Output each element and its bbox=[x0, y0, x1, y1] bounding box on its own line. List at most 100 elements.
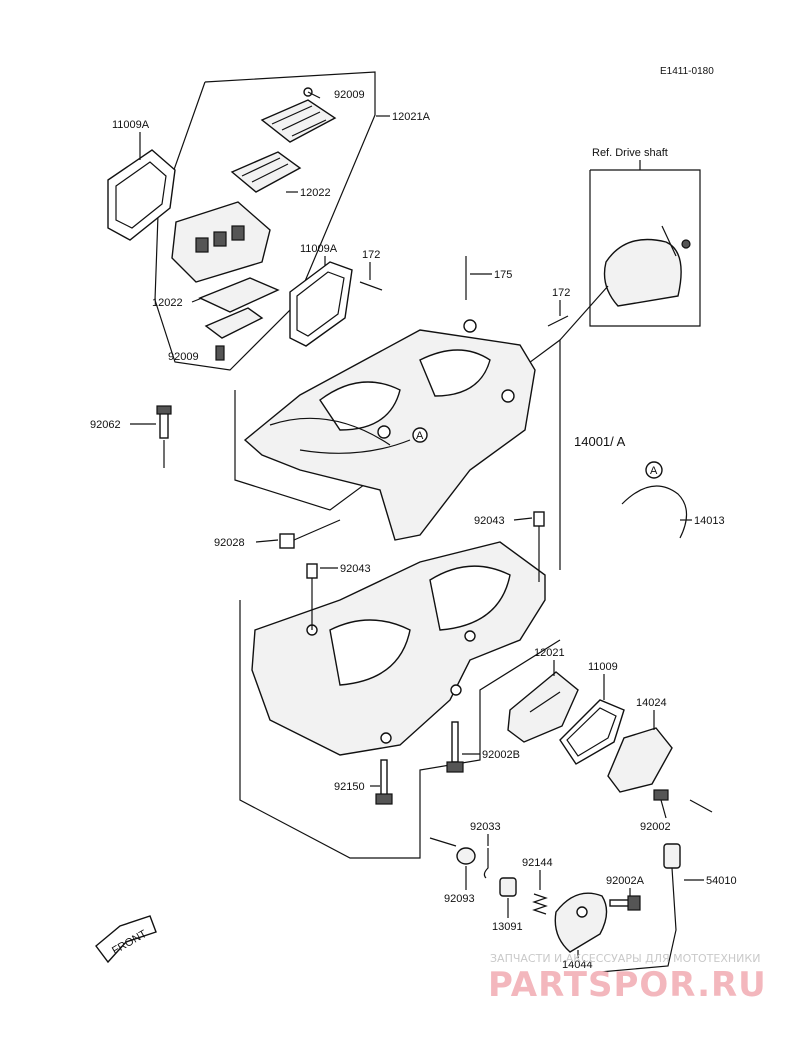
label-92062: 92062 bbox=[90, 419, 156, 431]
drive-shaft-reference-box bbox=[559, 169, 701, 341]
label-14024: 14024 bbox=[636, 697, 667, 730]
label-12021A: 12021A bbox=[376, 111, 431, 123]
upper-crankcase-outline bbox=[234, 338, 561, 570]
svg-text:175: 175 bbox=[494, 269, 512, 281]
label-92043-left: 92043 bbox=[320, 563, 371, 575]
oil-pump-cable-54010 bbox=[599, 843, 681, 973]
svg-text:14024: 14024 bbox=[636, 697, 667, 709]
lower-crankcase-outline bbox=[239, 600, 561, 859]
dowel-92043-left bbox=[306, 563, 318, 630]
svg-text:92150: 92150 bbox=[334, 781, 365, 793]
label-92033: 92033 bbox=[429, 821, 501, 847]
svg-text:11009: 11009 bbox=[588, 661, 618, 673]
svg-text:12021A: 12021A bbox=[392, 111, 431, 123]
label-54010: 54010 bbox=[684, 875, 737, 887]
ref-note-drive-shaft: Ref. Drive shaft bbox=[592, 147, 668, 170]
plug-92028 bbox=[279, 519, 341, 549]
ref-marker-a-ring: A bbox=[645, 461, 663, 479]
label-12021: 12021 bbox=[534, 647, 565, 676]
svg-text:12022: 12022 bbox=[300, 187, 331, 199]
watermark: ЗАПЧАСТИ И АКСЕССУАРЫ ДЛЯ МОТОТЕХНИКИ PA… bbox=[488, 952, 767, 1005]
label-172-right: 172 bbox=[552, 287, 570, 316]
svg-text:92144: 92144 bbox=[522, 857, 553, 869]
clip-92033 bbox=[483, 848, 489, 879]
label-12022-bottom: 12022 bbox=[152, 297, 203, 309]
dowel-92043-right bbox=[533, 511, 545, 582]
ref-marker-a-crankcase: A bbox=[412, 427, 428, 443]
svg-text:172: 172 bbox=[552, 287, 570, 299]
lower-crankcase bbox=[251, 541, 546, 756]
label-92009-bottom: 92009 bbox=[168, 351, 199, 363]
piston-13091 bbox=[499, 877, 517, 897]
reed-valve-group-outline bbox=[154, 71, 376, 371]
label-92002: 92002 bbox=[640, 821, 671, 833]
label-14013: 14013 bbox=[680, 515, 725, 527]
svg-text:13091: 13091 bbox=[492, 921, 523, 933]
svg-text:92002B: 92002B bbox=[482, 749, 520, 761]
gasket-11009 bbox=[559, 699, 625, 765]
svg-text:92002A: 92002A bbox=[606, 875, 645, 887]
svg-text:12021: 12021 bbox=[534, 647, 565, 659]
svg-text:92009: 92009 bbox=[334, 89, 365, 101]
diagram-code: E1411-0180 bbox=[660, 66, 714, 77]
label-92009-top: 92009 bbox=[334, 89, 365, 101]
spring-92144 bbox=[532, 893, 548, 915]
bolt-92002 bbox=[653, 789, 713, 819]
bolt-92002B bbox=[446, 721, 464, 773]
svg-text:172: 172 bbox=[362, 249, 380, 261]
label-92028: 92028 bbox=[214, 537, 279, 549]
stud-172-left bbox=[359, 281, 383, 291]
label-92002B: 92002B bbox=[462, 749, 520, 761]
stud-172-right bbox=[547, 315, 569, 327]
svg-text:92009: 92009 bbox=[168, 351, 199, 363]
bolt-92002A bbox=[609, 895, 641, 911]
bolt-92062 bbox=[156, 405, 172, 468]
svg-text:92043: 92043 bbox=[474, 515, 505, 527]
svg-text:54010: 54010 bbox=[706, 875, 737, 887]
label-13091: 13091 bbox=[492, 898, 523, 933]
gasket-11009A-top bbox=[107, 149, 176, 241]
svg-text:92002: 92002 bbox=[640, 821, 671, 833]
reed-stopper-12022-bottom bbox=[198, 277, 280, 313]
label-11009A-mid: 11009A bbox=[300, 243, 338, 266]
label-92043-right: 92043 bbox=[474, 515, 533, 527]
ring-14013 bbox=[621, 485, 688, 539]
svg-text:A: A bbox=[416, 430, 424, 442]
svg-text:ЗАПЧАСТИ И АКСЕССУАРЫ ДЛЯ МОТО: ЗАПЧАСТИ И АКСЕССУАРЫ ДЛЯ МОТОТЕХНИКИ bbox=[490, 952, 760, 965]
label-12022-top: 12022 bbox=[286, 187, 331, 199]
label-14044: 14044 bbox=[562, 950, 593, 971]
label-172-left: 172 bbox=[362, 249, 380, 280]
housing-14044 bbox=[554, 892, 608, 953]
cap-92093 bbox=[456, 847, 476, 865]
reed-petal-12021A bbox=[260, 99, 337, 143]
svg-text:11009A: 11009A bbox=[300, 243, 338, 255]
svg-text:11009A: 11009A bbox=[112, 119, 150, 131]
svg-text:14001/ A: 14001/ A bbox=[574, 434, 626, 449]
svg-text:92033: 92033 bbox=[470, 821, 501, 833]
label-11009: 11009 bbox=[588, 661, 618, 700]
svg-text:14013: 14013 bbox=[694, 515, 725, 527]
svg-text:12022: 12022 bbox=[152, 297, 183, 309]
reed-petal-bottom bbox=[204, 307, 264, 339]
reed-stopper-12022-top bbox=[230, 151, 302, 193]
svg-text:Ref. Drive shaft: Ref. Drive shaft bbox=[592, 147, 668, 159]
label-11009A-top: 11009A bbox=[112, 119, 150, 160]
screw-92009-bottom bbox=[215, 345, 225, 361]
label-14001A: 14001/ A bbox=[574, 434, 626, 449]
svg-text:92028: 92028 bbox=[214, 537, 245, 549]
gasket-11009A-mid bbox=[289, 261, 353, 347]
upper-crankcase bbox=[243, 319, 536, 541]
front-direction-arrow: FRONT bbox=[95, 915, 157, 964]
cover-14024 bbox=[607, 727, 673, 793]
label-92093: 92093 bbox=[444, 866, 475, 905]
label-92144: 92144 bbox=[522, 857, 553, 890]
reed-block bbox=[171, 201, 271, 283]
svg-text:92043: 92043 bbox=[340, 563, 371, 575]
screw-92009-top bbox=[303, 87, 321, 99]
svg-text:PARTSPOR.RU: PARTSPOR.RU bbox=[488, 965, 767, 1005]
svg-text:14044: 14044 bbox=[562, 959, 593, 971]
bolt-92150 bbox=[375, 759, 393, 805]
label-175: 175 bbox=[470, 269, 512, 281]
